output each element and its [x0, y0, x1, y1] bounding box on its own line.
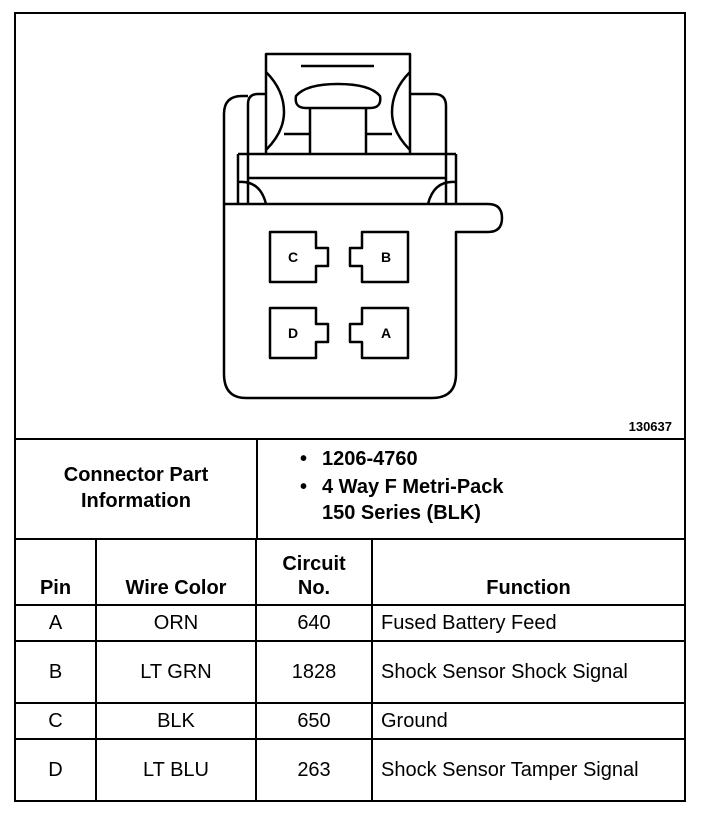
circuit-cell: 640 [255, 604, 373, 642]
connector-type: 4 Way F Metri-Pack 150 Series (BLK) [322, 476, 504, 524]
connector-type-item: • 4 Way F Metri-Pack 150 Series (BLK) [300, 474, 504, 526]
pin-label-b: B [381, 249, 391, 265]
header-pin: Pin [16, 538, 97, 606]
part-number: 1206-4760 [322, 448, 418, 470]
connector-body [222, 202, 504, 400]
pin-label-d: D [288, 325, 298, 341]
bullet: • [300, 448, 308, 470]
header-wire-color: Wire Color [95, 538, 257, 606]
pin-cell: C [16, 702, 97, 740]
pin-cell: D [16, 738, 97, 800]
wire-color-cell: ORN [95, 604, 257, 642]
connector-diagram: C B D A 130637 [16, 14, 684, 440]
pin-table-header: Pin Wire Color Circuit No. Function [16, 538, 684, 606]
pin-cell: A [16, 604, 97, 642]
table-row: D LT BLU 263 Shock Sensor Tamper Signal [16, 738, 684, 800]
pin-cell: B [16, 640, 97, 704]
circuit-cell: 263 [255, 738, 373, 800]
connector-collar [236, 92, 458, 205]
connector-sheet: C B D A 130637 Connector Part Informatio… [14, 12, 686, 802]
pin-table: Pin Wire Color Circuit No. Function A OR… [16, 538, 684, 800]
wire-color-cell: LT BLU [95, 738, 257, 800]
header-function: Function [371, 538, 684, 606]
pin-cavity-d [268, 306, 330, 360]
figure-id: 130637 [628, 419, 672, 434]
pin-cavity-b [348, 230, 410, 284]
function-cell: Fused Battery Feed [371, 604, 684, 642]
wire-color-cell: LT GRN [95, 640, 257, 704]
table-row: C BLK 650 Ground [16, 702, 684, 740]
circuit-cell: 1828 [255, 640, 373, 704]
pin-label-a: A [381, 325, 391, 341]
function-cell: Ground [371, 702, 684, 740]
header-circuit-no: Circuit No. [255, 538, 373, 606]
connector-face-drawing: C B D A [222, 52, 504, 400]
table-row: B LT GRN 1828 Shock Sensor Shock Signal [16, 640, 684, 704]
bullet: • [300, 476, 308, 498]
connector-part-info-label: Connector Part Information [16, 438, 258, 538]
connector-latch [264, 52, 412, 154]
function-cell: Shock Sensor Tamper Signal [371, 738, 684, 800]
connector-part-info: Connector Part Information • 1206-4760 • 4… [16, 438, 684, 540]
pin-cavity-c [268, 230, 330, 284]
connector-part-info-list: • 1206-4760 • 4 Way F Metri-Pack 150 Serie… [300, 446, 504, 528]
table-row: A ORN 640 Fused Battery Feed [16, 604, 684, 642]
wire-color-cell: BLK [95, 702, 257, 740]
pin-cavity-a [348, 306, 410, 360]
circuit-cell: 650 [255, 702, 373, 740]
function-cell: Shock Sensor Shock Signal [371, 640, 684, 704]
part-number-item: • 1206-4760 [300, 446, 504, 472]
pin-label-c: C [288, 249, 298, 265]
